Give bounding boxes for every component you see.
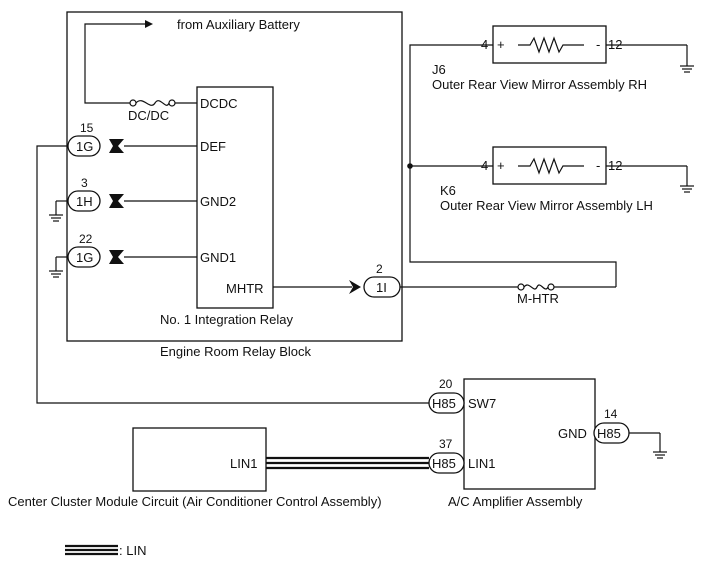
connector-h85-gnd-label: H85 <box>597 426 621 441</box>
gnd1-wire <box>55 250 197 271</box>
lin-bus-wire <box>266 456 429 470</box>
connector-1g-gnd1-label: 1G <box>76 250 93 265</box>
mirror-lh-code: K6 <box>440 183 456 198</box>
gnd2-wire <box>55 194 197 215</box>
mirror-rh-code: J6 <box>432 62 446 77</box>
amp-ground-wire <box>629 432 661 452</box>
heater-resistor-icon <box>518 157 584 175</box>
mirror-lh-box <box>492 146 607 185</box>
ground-icon <box>49 270 63 278</box>
terminal-def: DEF <box>200 139 226 154</box>
ground-icon <box>680 185 694 193</box>
ground-icon <box>49 214 63 222</box>
terminal-lin1-amp: LIN1 <box>468 456 495 471</box>
mirror-lh-ground-wire <box>606 165 688 186</box>
connector-pin-15: 15 <box>80 121 94 135</box>
dcdc-fuse-label: DC/DC <box>128 108 169 123</box>
mirror-lh-name: Outer Rear View Mirror Assembly LH <box>440 198 653 213</box>
center-cluster-box <box>132 427 267 492</box>
mhtr-fuse-label: M-HTR <box>517 291 559 306</box>
terminal-lin1-cluster: LIN1 <box>230 456 257 471</box>
center-cluster-name: Center Cluster Module Circuit (Air Condi… <box>8 494 382 509</box>
junction-dot <box>407 163 413 169</box>
lin-legend-symbol <box>65 544 118 556</box>
connector-1g-def-label: 1G <box>76 139 93 154</box>
connector-h85-sw7-label: H85 <box>432 396 456 411</box>
mhtr-wire <box>273 44 617 294</box>
mirror-rh-box <box>492 25 607 64</box>
relay-label: No. 1 Integration Relay <box>160 312 293 327</box>
ground-icon <box>680 65 694 73</box>
relay-block-label: Engine Room Relay Block <box>160 344 312 359</box>
connector-1i <box>363 276 401 298</box>
connector-1h-label: 1H <box>76 194 93 209</box>
mirror-lh-pin-in: 4 <box>481 158 488 173</box>
ground-icon <box>653 451 667 459</box>
terminal-gnd-amp: GND <box>558 426 587 441</box>
connector-pin-37: 37 <box>439 437 453 451</box>
heater-resistor-icon <box>518 36 584 54</box>
connector-h85-sw7 <box>428 392 465 414</box>
terminal-dcdc: DCDC <box>200 96 238 111</box>
lin-legend-label: : LIN <box>119 543 146 558</box>
terminal-gnd2: GND2 <box>200 194 236 209</box>
connector-1g-gnd1 <box>67 246 101 268</box>
ac-amplifier-box <box>463 378 596 490</box>
mhtr-fuse <box>517 283 555 291</box>
battery-feed-wire <box>84 20 197 104</box>
def-wire <box>109 139 197 153</box>
dcdc-fuse <box>129 99 176 107</box>
connector-1h <box>67 190 101 212</box>
mirror-rh-name: Outer Rear View Mirror Assembly RH <box>432 77 647 92</box>
mirror-rh-minus: - <box>596 37 600 52</box>
connector-pin-3: 3 <box>81 176 88 190</box>
mirror-lh-minus: - <box>596 158 600 173</box>
connector-pin-22: 22 <box>79 232 93 246</box>
terminal-gnd1: GND1 <box>200 250 236 265</box>
connector-h85-lin1-label: H85 <box>432 456 456 471</box>
connector-pin-14: 14 <box>604 407 618 421</box>
terminal-sw7: SW7 <box>468 396 496 411</box>
connector-pin-20: 20 <box>439 377 453 391</box>
mirror-rh-ground-wire <box>606 44 688 66</box>
connector-pin-2: 2 <box>376 262 383 276</box>
integration-relay-box <box>196 86 274 309</box>
ac-amplifier-name: A/C Amplifier Assembly <box>448 494 583 509</box>
mirror-rh-pin-in: 4 <box>481 37 488 52</box>
def-sw7-wire <box>36 145 429 404</box>
terminal-mhtr: MHTR <box>226 281 264 296</box>
mirror-lh-plus: + <box>497 158 505 173</box>
from-auxiliary-battery-label: from Auxiliary Battery <box>177 17 300 32</box>
arrow-left-icon <box>145 20 153 28</box>
connector-1i-label: 1I <box>376 280 387 295</box>
mirror-rh-plus: + <box>497 37 505 52</box>
